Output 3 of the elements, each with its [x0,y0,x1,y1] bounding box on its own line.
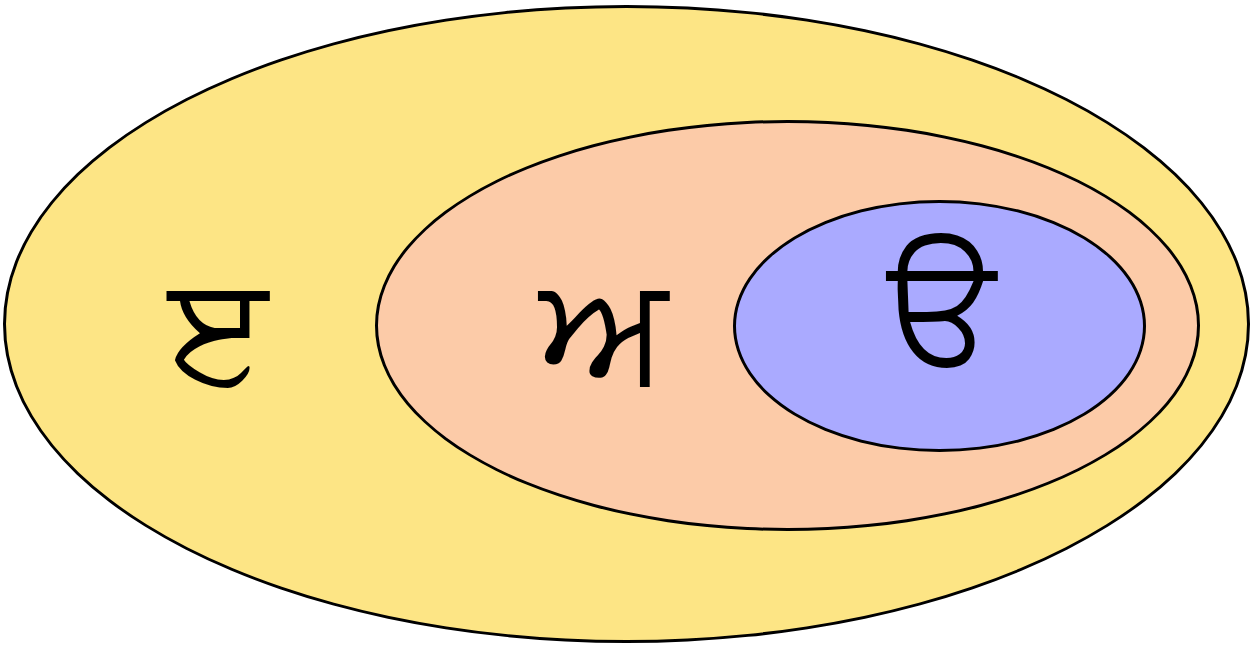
set-letter: ਅ [538,253,668,403]
set-letter: ੲ [168,253,268,403]
set-letter: ੳ [886,233,996,383]
